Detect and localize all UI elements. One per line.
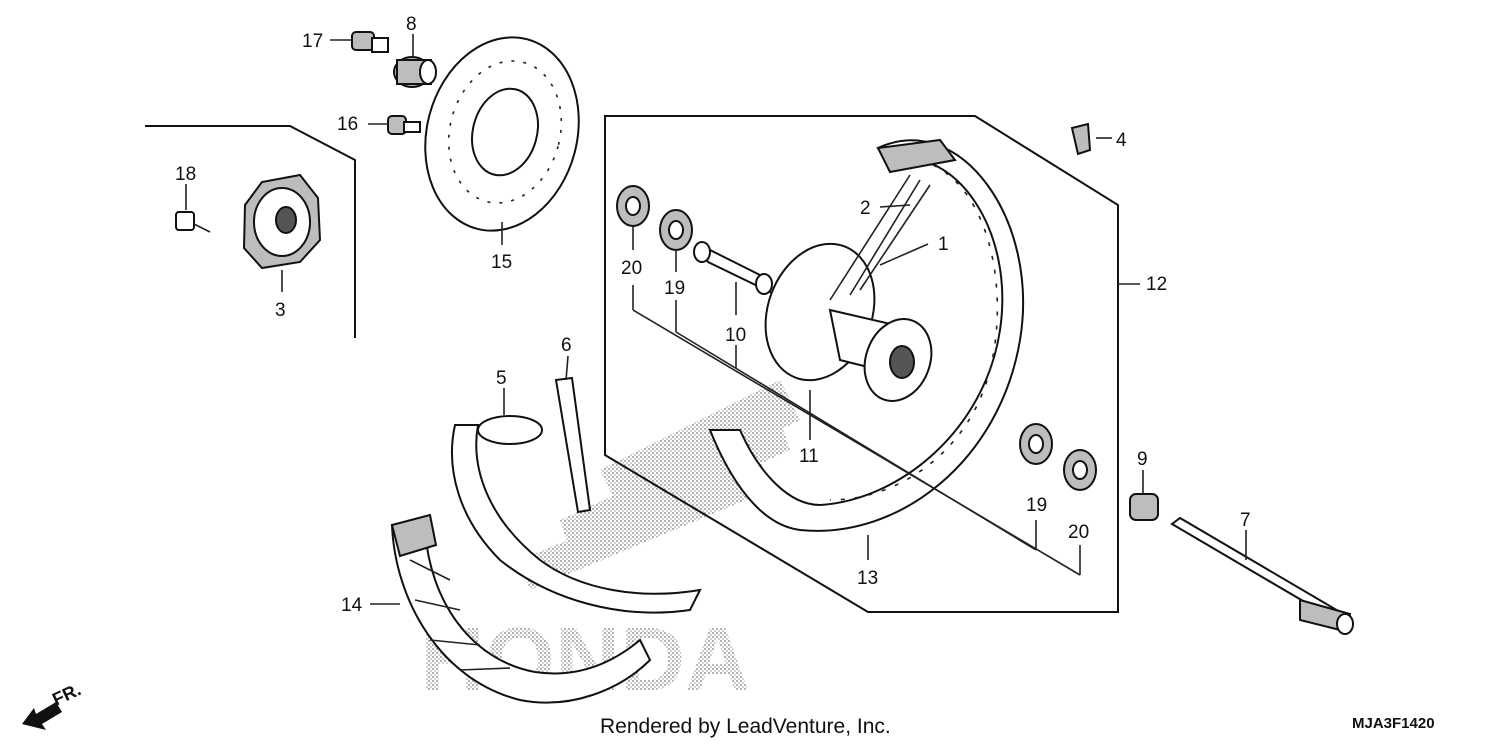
part-19-seal-left	[659, 209, 693, 251]
callout-1: 1	[938, 234, 949, 255]
callout-10: 10	[725, 325, 746, 346]
callout-14: 14	[341, 595, 363, 616]
callout-2: 2	[860, 198, 871, 219]
part-20-bearing-left	[616, 185, 650, 227]
callout-7: 7	[1240, 510, 1251, 531]
front-direction-indicator: FR.	[22, 679, 84, 730]
callout-19-right: 19	[1026, 495, 1047, 516]
part-10-spacer	[693, 241, 773, 295]
callout-12: 12	[1146, 274, 1167, 295]
credit-text: Rendered by LeadVenture, Inc.	[600, 715, 891, 738]
part-15-brake-disc	[424, 36, 580, 232]
callout-18: 18	[175, 164, 196, 185]
part-4-valve-cap	[1070, 122, 1092, 156]
callout-11: 11	[799, 446, 819, 467]
part-9-collar	[1129, 493, 1159, 521]
hub-frame-line	[145, 125, 356, 338]
part-6-rim-band	[554, 376, 592, 514]
part-8-collar	[393, 56, 437, 88]
part-14-tire	[390, 513, 652, 704]
front-arrow-icon	[22, 702, 62, 730]
callout-15: 15	[491, 252, 512, 273]
callout-8: 8	[406, 14, 417, 35]
callout-3: 3	[275, 300, 286, 321]
part-17-bolt	[351, 31, 389, 53]
part-13-rim	[708, 138, 1025, 532]
callout-17: 17	[302, 31, 323, 52]
part-16-bolt	[387, 115, 421, 135]
callout-5: 5	[496, 368, 507, 389]
part-3-hub-flange	[242, 173, 322, 270]
part-20-bearing-right	[1063, 449, 1097, 491]
callout-20-left: 20	[621, 258, 642, 279]
callout-9: 9	[1137, 449, 1148, 470]
callout-20-right: 20	[1068, 522, 1089, 543]
part-19-seal-right	[1019, 423, 1053, 465]
callout-13: 13	[857, 568, 878, 589]
part-11-hub	[764, 242, 933, 402]
part-18-bolt	[175, 211, 211, 233]
spokes	[829, 174, 931, 301]
leader-lines	[185, 34, 1247, 605]
callout-labels: 1 2 3 4 5 6 7 8 9 10 11 12 13 14 15 16 1…	[175, 14, 1251, 616]
callout-4: 4	[1116, 130, 1127, 151]
diagram-code: MJA3F1420	[1352, 715, 1435, 732]
callout-6: 6	[561, 335, 572, 356]
part-5-tube	[451, 415, 702, 614]
callout-19-left: 19	[664, 278, 685, 299]
wheel-assembly-frame	[604, 115, 1119, 613]
part-7-axle	[1170, 516, 1354, 635]
callout-16: 16	[337, 114, 358, 135]
